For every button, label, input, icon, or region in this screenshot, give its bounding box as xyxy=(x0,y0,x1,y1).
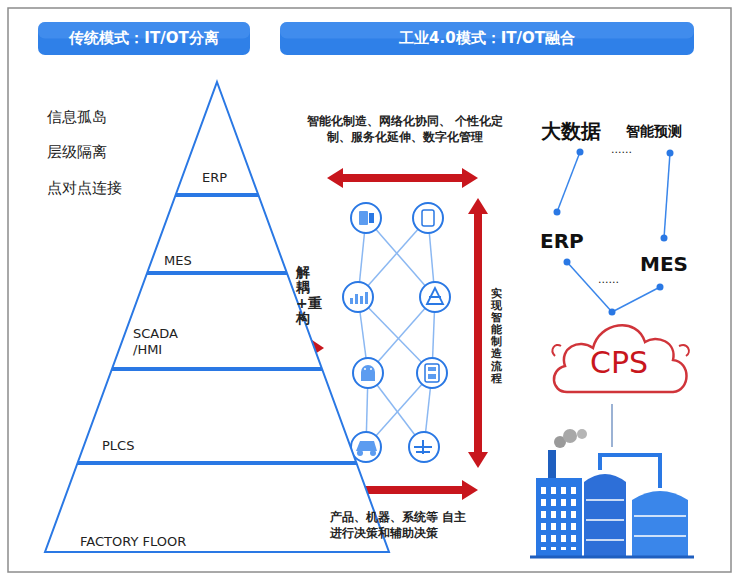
factory-drawing xyxy=(536,478,582,556)
header-bar: 传统模式：IT/OT分离 xyxy=(38,22,250,55)
link-line xyxy=(557,152,580,212)
layer-name: ERP xyxy=(202,170,227,186)
layer-outline xyxy=(147,196,286,272)
pyramid-layer: PLCS xyxy=(78,370,356,462)
factory-drawing xyxy=(530,556,694,559)
icon-glyph xyxy=(414,440,432,454)
link-line xyxy=(557,152,670,447)
factory-drawing xyxy=(530,429,694,557)
pyramid-layer: MES xyxy=(147,196,287,272)
vertical-note: 实现智能制造流程 xyxy=(491,288,502,385)
network-icon xyxy=(343,282,373,312)
link-dot xyxy=(564,259,571,266)
cps-cloud: CPS xyxy=(545,306,693,403)
note-text: 层级隔离 xyxy=(47,143,107,162)
icon-glyph xyxy=(428,367,436,371)
layer-name: FACTORY FLOOR xyxy=(80,534,186,550)
icon-glyph xyxy=(350,210,443,456)
factory-drawing xyxy=(632,491,688,556)
layer-outline xyxy=(176,82,258,194)
factory-drawing xyxy=(634,535,686,537)
layer-name: PLCS xyxy=(102,438,134,454)
factory-drawing xyxy=(634,515,686,517)
network-icon xyxy=(351,203,381,233)
header-text: 传统模式：IT/OT分离 xyxy=(38,22,250,55)
icon-glyph xyxy=(356,441,377,451)
vertical-note: 解耦+重构 xyxy=(296,265,310,327)
link-dot xyxy=(661,235,668,242)
cps-text: CPS xyxy=(545,346,693,380)
note-text: ...... xyxy=(611,143,632,156)
layer-outline xyxy=(78,370,356,462)
link-dot xyxy=(667,150,674,157)
note-text: ERP xyxy=(540,229,584,253)
link-dot xyxy=(577,149,584,156)
icon-glyph xyxy=(427,288,443,304)
network-icon xyxy=(409,432,439,462)
header-fill xyxy=(280,22,694,55)
icon-glyph xyxy=(359,211,368,225)
note-text: ...... xyxy=(598,273,619,286)
header-text: 工业4.0模式：IT/OT融合 xyxy=(280,22,694,55)
header-fill xyxy=(38,22,250,55)
pyramid-layer: ERP xyxy=(176,82,258,194)
link-line xyxy=(612,287,660,312)
red-arrow xyxy=(327,168,478,188)
red-arrow xyxy=(468,198,488,468)
layer-name: SCADA /HMI xyxy=(133,326,185,358)
network-icon xyxy=(343,203,450,462)
icon-glyph xyxy=(365,292,368,304)
icon-glyph xyxy=(369,213,374,223)
link-dot xyxy=(609,309,616,316)
note-text: 智能化制造、网络化协同、 个性化定制、服务化延伸、数字化管理 xyxy=(295,113,515,145)
icon-glyph xyxy=(350,298,353,304)
network-icon xyxy=(351,432,381,462)
icon-glyph xyxy=(422,210,434,226)
pyramid-layer: SCADA /HMI xyxy=(112,274,322,368)
network-icon xyxy=(420,282,450,312)
factory-drawing xyxy=(586,519,624,521)
note-text: 产品、机器、系统等 自主进行决策和辅助决策 xyxy=(330,510,475,541)
link-line xyxy=(567,262,612,312)
icon-glyph xyxy=(370,450,376,456)
layer-name: MES xyxy=(164,253,192,269)
icon-glyph xyxy=(361,365,375,381)
icon-glyph xyxy=(357,450,363,456)
link-dot xyxy=(657,284,664,291)
network-icon xyxy=(353,358,383,388)
link-line xyxy=(664,153,670,238)
link-line xyxy=(611,404,613,447)
frame-border xyxy=(8,8,731,572)
icon-glyph xyxy=(428,374,436,379)
factory-drawing xyxy=(586,499,624,501)
note-text: 信息孤岛 xyxy=(47,108,107,127)
note-text: MES xyxy=(640,252,688,276)
header-bar: 工业4.0模式：IT/OT融合 xyxy=(280,22,694,55)
icon-glyph xyxy=(425,364,439,382)
icon-glyph xyxy=(360,296,363,304)
note-text: 智能预测 xyxy=(626,123,682,141)
icon-glyph xyxy=(364,368,366,370)
factory-drawing xyxy=(563,429,577,443)
network-icon xyxy=(417,358,447,388)
note-text: 大数据 xyxy=(541,118,601,145)
note-text: 点对点连接 xyxy=(47,179,122,198)
network-icon xyxy=(413,203,443,233)
factory-drawing xyxy=(586,539,624,541)
network-line xyxy=(358,218,435,447)
factory-drawing xyxy=(548,450,556,480)
factory-drawing xyxy=(540,486,578,550)
layer-outline xyxy=(112,274,321,368)
link-dot xyxy=(554,209,561,216)
factory-drawing xyxy=(577,429,587,439)
icon-glyph xyxy=(370,368,372,370)
icon-glyph xyxy=(355,294,358,304)
factory-drawing xyxy=(584,474,626,556)
